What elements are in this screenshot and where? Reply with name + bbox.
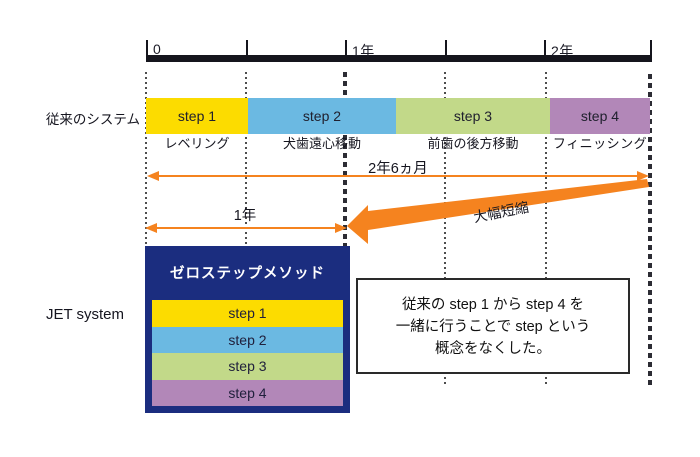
ruler-tick bbox=[146, 40, 148, 56]
guide-line-1year-bold bbox=[343, 72, 347, 246]
guide-line-6mo bbox=[245, 72, 247, 246]
ruler-tick bbox=[246, 40, 248, 56]
note-line-2: 一緒に行うことで step という bbox=[395, 319, 591, 335]
tick-label-1year: 1年 bbox=[352, 43, 375, 59]
jet-duration-label: 1年 bbox=[233, 208, 257, 224]
conventional-step4-bar: step 4 bbox=[550, 98, 650, 134]
timeline-ruler-bar bbox=[146, 55, 652, 62]
note-line-3: 概念をなくした。 bbox=[435, 341, 551, 357]
ruler-tick bbox=[544, 40, 546, 56]
zero-step-method-title: ゼロステップメソッド bbox=[170, 266, 325, 282]
ruler-tick bbox=[650, 40, 652, 56]
tick-label-0: 0 bbox=[153, 41, 162, 57]
tick-label-2year: 2年 bbox=[551, 43, 574, 59]
ruler-tick bbox=[445, 40, 447, 56]
jet-step1-bar: step 1 bbox=[152, 300, 343, 327]
phase-label-finishing: フィニッシング bbox=[552, 136, 648, 151]
total-arrow-left-head-icon bbox=[147, 171, 159, 181]
jet-steps-stack: step 1 step 2 step 3 step 4 bbox=[152, 300, 343, 406]
conventional-step3-bar: step 3 bbox=[396, 98, 550, 134]
jet-step3-bar: step 3 bbox=[152, 353, 343, 380]
jet-step2-bar: step 2 bbox=[152, 326, 343, 353]
conventional-system-label: 従来のシステム bbox=[45, 112, 140, 127]
total-duration-label: 2年6ヵ月 bbox=[368, 161, 428, 177]
explanation-note-box: 従来の step 1 から step 4 を 一緒に行うことで step という… bbox=[356, 278, 630, 374]
phase-label-leveling: レベリング bbox=[164, 136, 230, 151]
conventional-step2-bar: step 2 bbox=[248, 98, 396, 134]
note-line-1: 従来の step 1 から step 4 を bbox=[401, 297, 585, 313]
phase-label-canine-distal: 犬歯遠心移動 bbox=[282, 136, 361, 151]
ruler-tick bbox=[345, 40, 347, 56]
shrink-annotation-label: 大幅短縮 bbox=[471, 198, 531, 226]
conventional-step1-bar: step 1 bbox=[146, 98, 248, 134]
note-text: 従来の step 1 から step 4 を 一緒に行うことで step という… bbox=[358, 280, 628, 360]
guide-line-30mo-bold bbox=[648, 74, 652, 388]
phase-label-anterior-retraction: 前歯の後方移動 bbox=[427, 136, 519, 151]
jet-step4-bar: step 4 bbox=[152, 379, 343, 406]
jet-system-label: JET system bbox=[45, 306, 125, 323]
guide-line-0 bbox=[145, 72, 147, 246]
zero-step-method-box: ゼロステップメソッド step 1 step 2 step 3 step 4 bbox=[145, 246, 350, 413]
